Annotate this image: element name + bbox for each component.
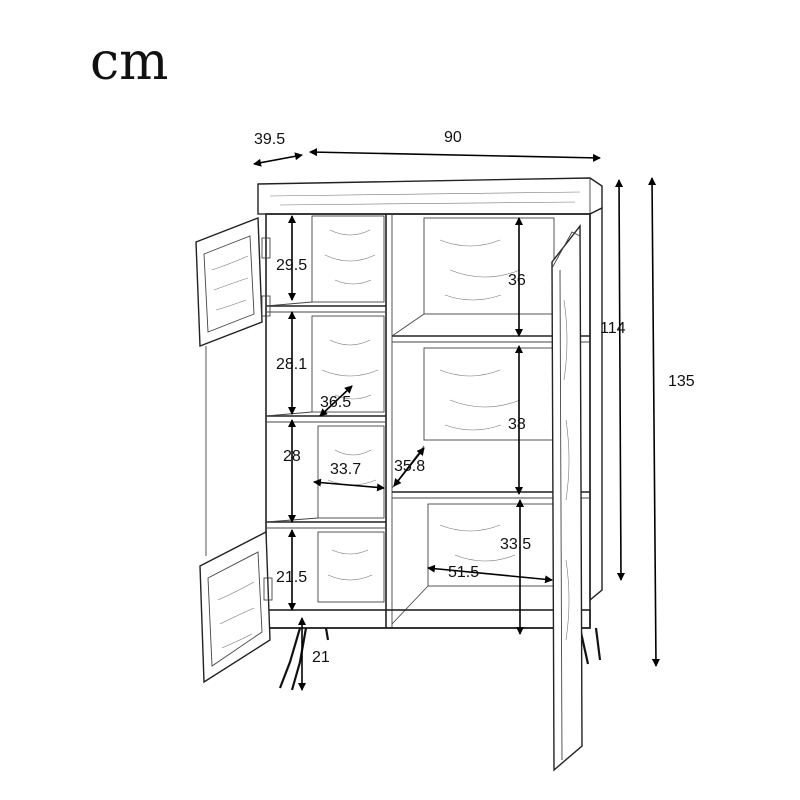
total-height-label: 135 <box>668 373 695 390</box>
second-left-shelf-label: 28.1 <box>276 356 307 373</box>
left-lower-door <box>199 530 273 684</box>
left-shelf-width-label: 33.7 <box>330 461 361 478</box>
third-left-shelf-label: 28 <box>283 448 301 465</box>
dimension-arrows <box>253 148 660 691</box>
right-shelf-width-label: 51.5 <box>448 564 479 581</box>
top-right-shelf-label: 36 <box>508 272 526 289</box>
right-door <box>551 223 583 772</box>
wood-grain <box>321 229 521 581</box>
middle-depth-label: 35.8 <box>394 458 425 475</box>
top-left-shelf-label: 29.5 <box>276 257 307 274</box>
depth-label: 39.5 <box>254 131 285 148</box>
bottom-left-shelf-label: 21.5 <box>276 569 307 586</box>
leg-height-label: 21 <box>312 649 330 666</box>
body-height-label: 114 <box>600 320 626 337</box>
width-label: 90 <box>444 129 462 146</box>
dimension-labels: 39.5 90 114 135 29.5 28.1 36.5 28 33.7 3… <box>254 129 695 666</box>
inner-depth-label: 36.5 <box>320 394 351 411</box>
cabinet-body <box>257 177 603 629</box>
middle-right-shelf-label: 38 <box>508 416 526 433</box>
unit-label: cm <box>90 32 169 92</box>
bottom-right-shelf-label: 33.5 <box>500 536 531 553</box>
left-upper-door <box>195 216 271 556</box>
